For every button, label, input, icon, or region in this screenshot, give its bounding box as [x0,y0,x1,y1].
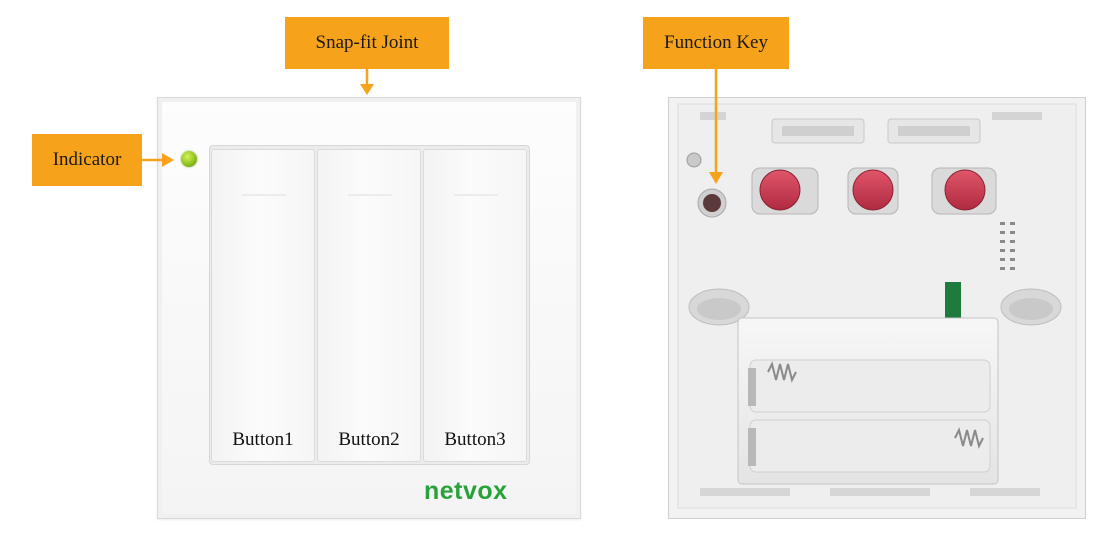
button1-label: Button1 [232,429,294,450]
key-ridge [348,194,392,196]
indicator-callout: Indicator [32,134,142,186]
snap-fit-joint-callout: Snap-fit Joint [285,17,449,69]
button3-label: Button3 [444,429,506,450]
key-ridge [454,194,498,196]
switch-key-2[interactable]: Button2 [317,149,421,462]
switch-key-3[interactable]: Button3 [423,149,527,462]
netvox-logo: netvox [424,477,508,505]
key-ridge [242,194,286,196]
snap-fit-joint-label: Snap-fit Joint [315,32,419,53]
back-panel [668,97,1086,519]
switch-key-1[interactable]: Button1 [211,149,315,462]
indicator-led-icon [181,151,197,167]
function-key-callout: Function Key [643,17,789,69]
function-key-label: Function Key [664,32,768,53]
indicator-label: Indicator [52,149,122,170]
button2-label: Button2 [338,429,400,450]
